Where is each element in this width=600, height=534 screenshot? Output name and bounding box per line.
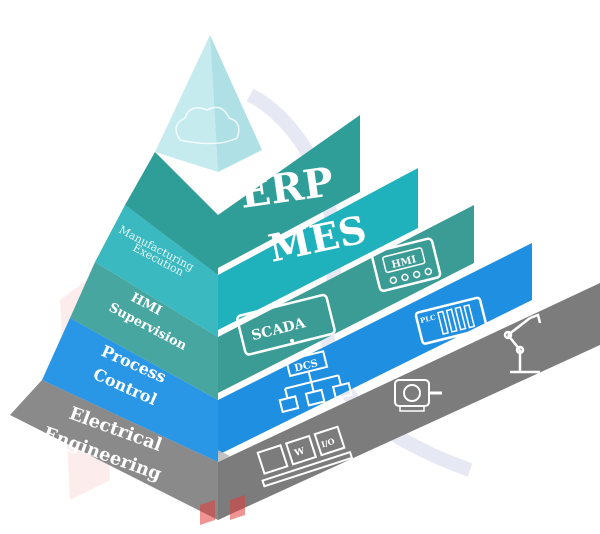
io-label: I/O	[320, 436, 336, 450]
w-label: W	[292, 446, 307, 459]
robot-arm-icon	[503, 313, 542, 374]
pyramid-apex-right	[210, 35, 262, 172]
plc-module-icon: PLC	[414, 296, 488, 345]
band-mes	[218, 168, 418, 330]
pyramid-apex	[155, 35, 218, 172]
face-electrical	[10, 380, 218, 520]
face-process	[42, 318, 218, 462]
cloud-icon	[175, 106, 240, 145]
dcs-network-icon: DCS	[278, 350, 353, 414]
electrical-panel-icon: W I/O	[256, 425, 354, 488]
face-mes	[95, 205, 218, 337]
decorative-stripes	[200, 495, 245, 525]
face-hmi	[70, 262, 218, 400]
band-erp	[218, 115, 360, 268]
band-electrical	[218, 283, 600, 520]
face-erp	[125, 152, 218, 275]
motor-icon	[394, 379, 442, 412]
hmi-panel-icon: HMI	[370, 237, 442, 293]
plc-label: PLC	[419, 312, 437, 325]
